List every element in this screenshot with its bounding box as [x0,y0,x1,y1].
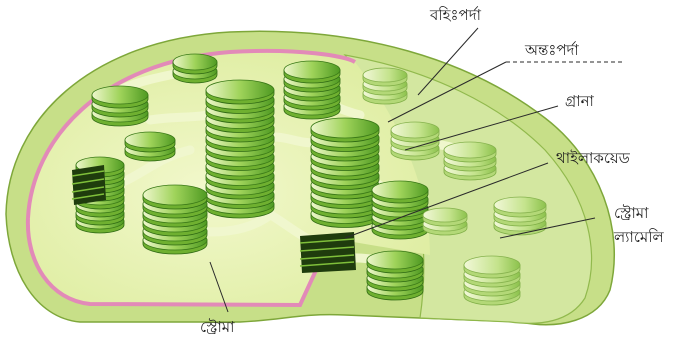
granum [423,208,467,235]
granum [92,86,148,126]
thylakoid-disc [173,54,217,70]
label-stroma-lamellae-1: স্ট্রোমা [614,204,649,222]
label-thylakoid: থাইলাকয়েড [556,149,631,167]
thylakoid-disc [367,251,423,269]
thylakoid-disc [423,208,467,222]
label-outer-membrane: বহিঃপর্দা [429,6,482,24]
thylakoid-disc [206,80,274,100]
granum [143,185,207,254]
thylakoid-disc [363,68,407,82]
thylakoid-disc [311,118,379,138]
granum [363,68,407,104]
granum [173,54,217,83]
granum [206,80,274,218]
thylakoid-disc [143,185,207,205]
granum [125,132,175,161]
thylakoid-disc [92,86,148,104]
label-stroma: স্ট্রোমা [200,318,235,336]
granum [464,256,520,305]
cut-grana-center [300,232,356,273]
granum [284,61,340,119]
thylakoid-disc [372,181,428,199]
label-stroma-lamellae-2: ল্যামেলি [613,228,665,246]
cut-grana-left [72,165,106,205]
label-inner-membrane: অন্তঃপর্দা [524,41,579,59]
thylakoid-disc [125,132,175,148]
label-grana: গ্রানা [565,92,595,110]
granum [444,142,496,180]
thylakoid-disc [494,197,546,213]
thylakoid-disc [444,142,496,158]
thylakoid-disc [464,256,520,274]
granum [494,197,546,235]
thylakoid-disc [284,61,340,79]
granum [367,251,423,300]
granum [311,118,379,228]
granum [391,122,439,160]
thylakoid-disc [391,122,439,138]
